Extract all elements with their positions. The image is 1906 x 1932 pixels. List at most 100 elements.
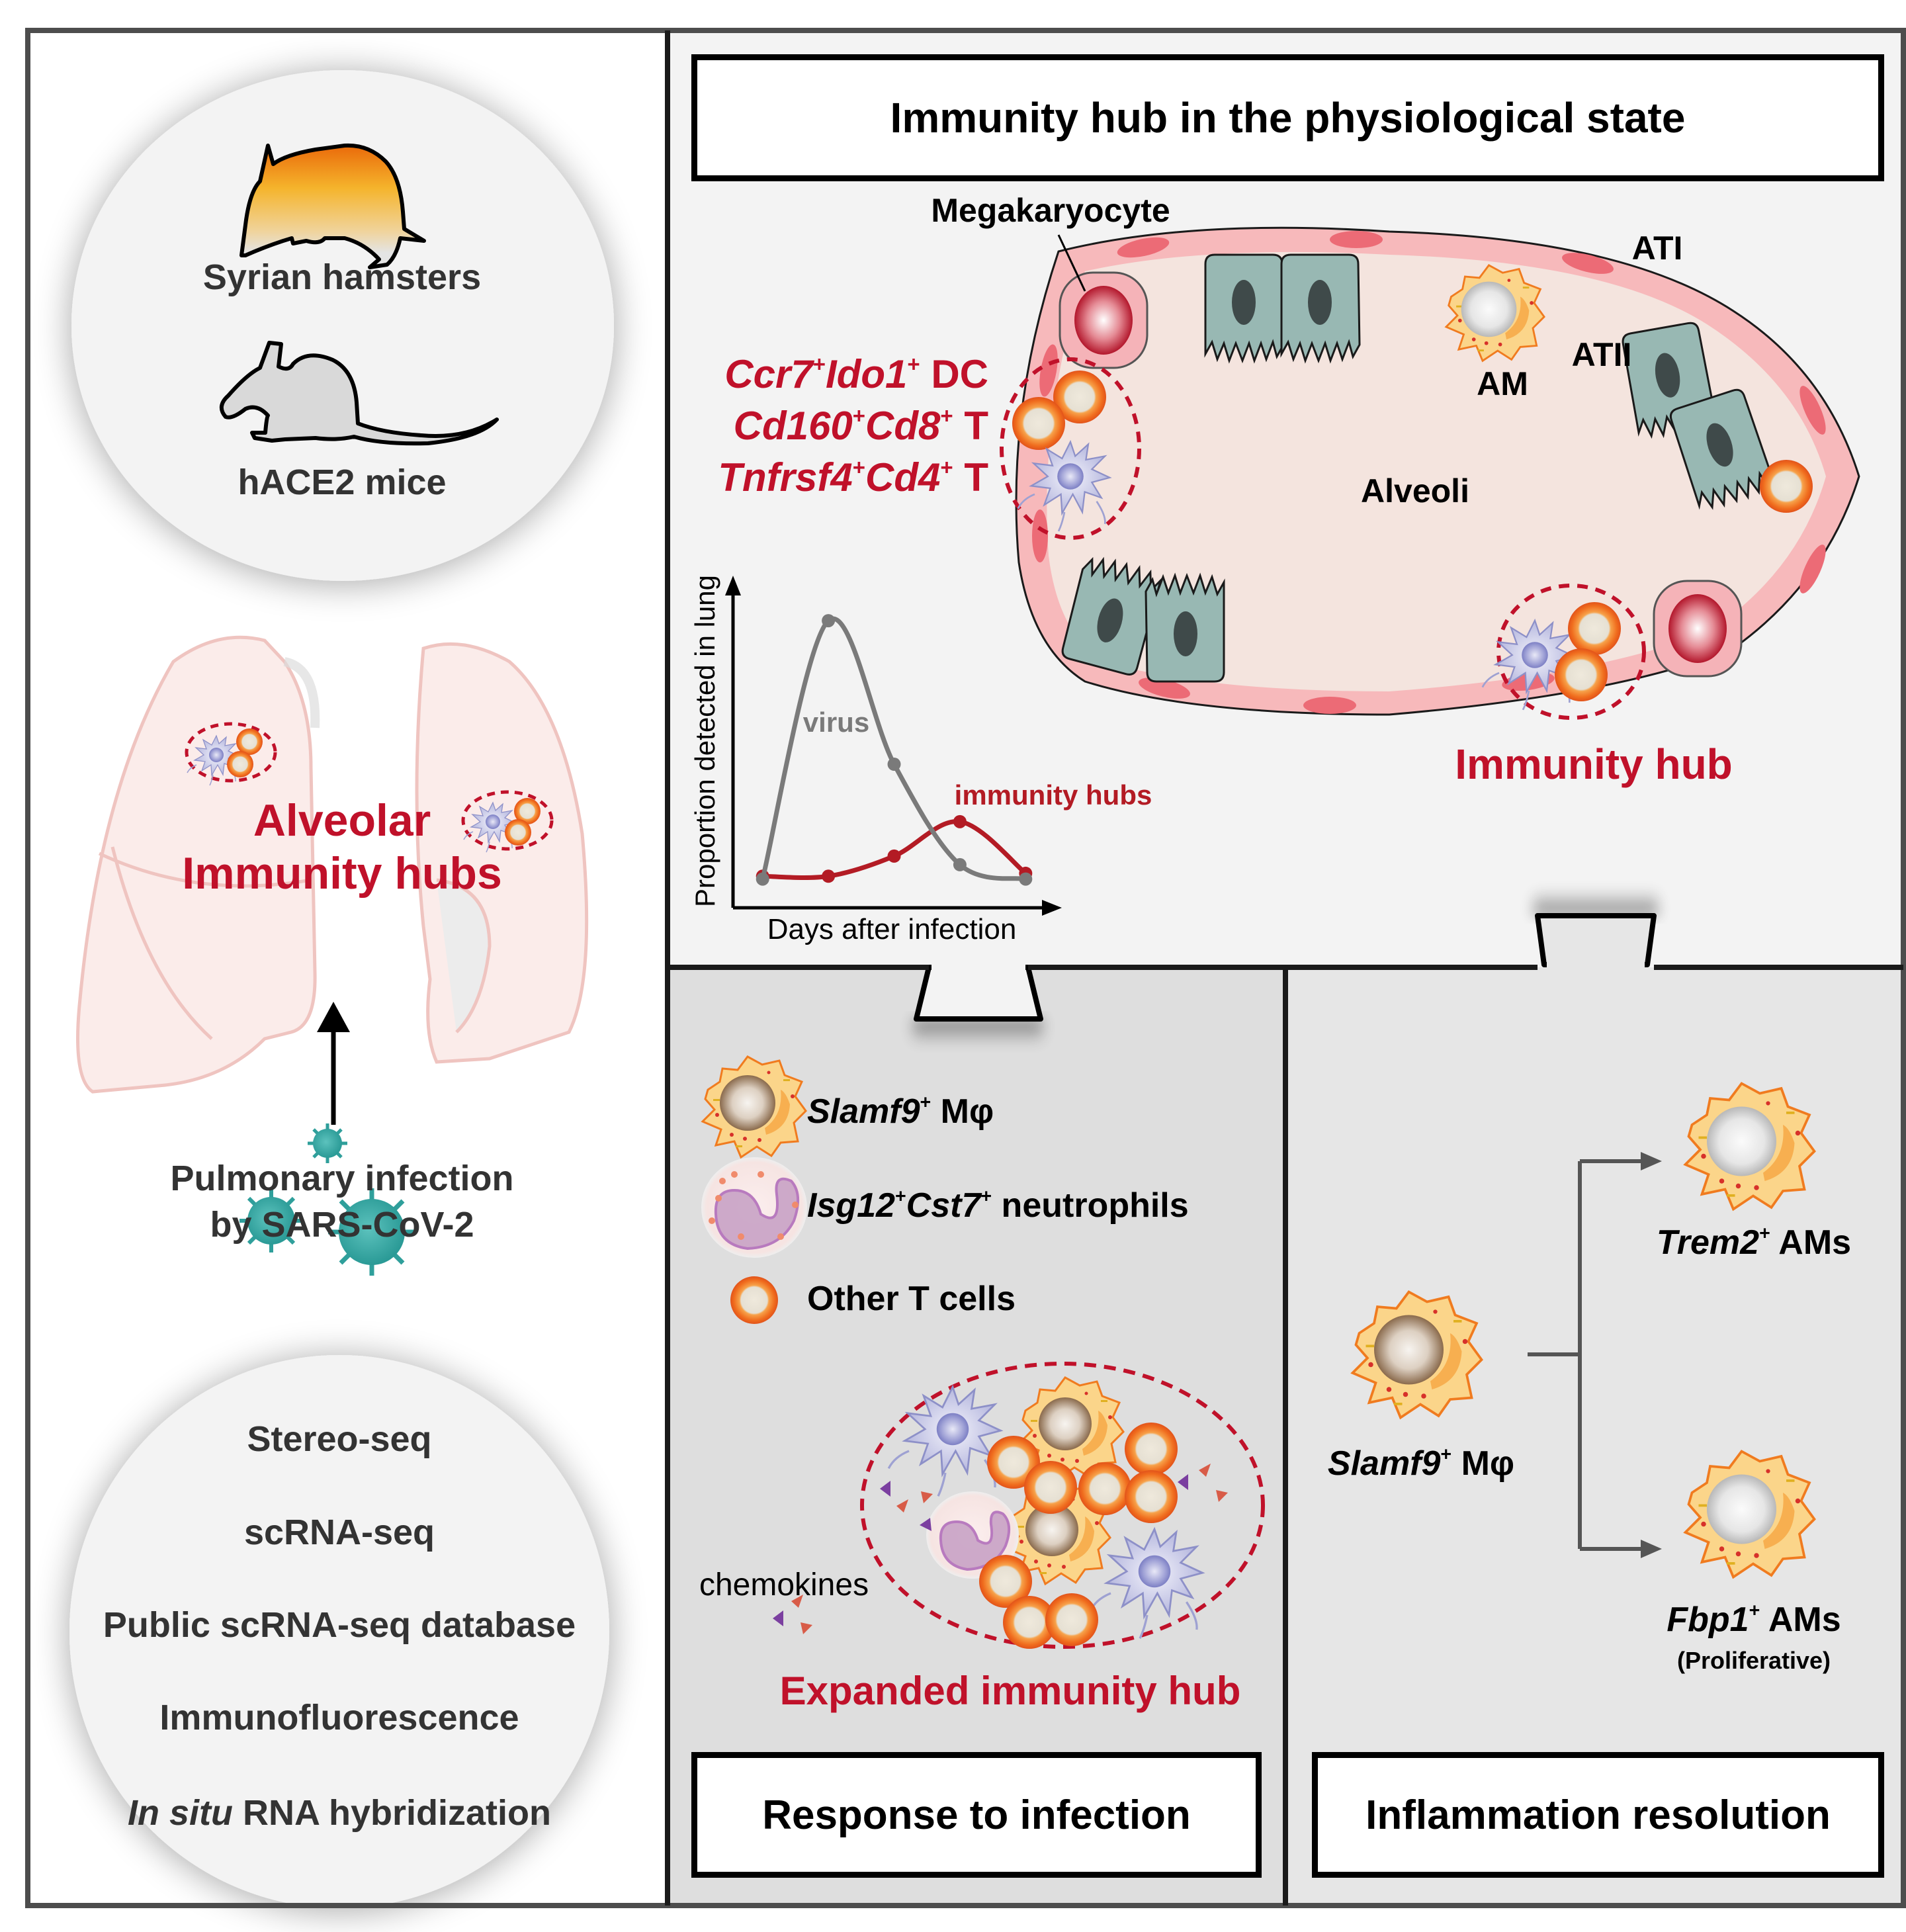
source-cell-label: Slamf9+ Mφ [1327, 1444, 1514, 1483]
cell-type: T [953, 455, 988, 500]
chart-point-virus [953, 857, 967, 871]
chart-x-axis-arrow-icon [1042, 900, 1062, 916]
slamf9-macrophage-icon [1351, 1290, 1483, 1419]
megakaryocyte-cell [1059, 271, 1148, 369]
chart-point-immunity-hubs [822, 869, 836, 883]
legend-macrophage-label: Slamf9+ Mφ [807, 1092, 994, 1131]
gene-name: Trem2 [1656, 1223, 1760, 1262]
hub-cell-type: Tnfrsf4+Cd4+ T [718, 455, 988, 500]
gene-sup: + [1440, 1444, 1452, 1466]
lung-hub-2 [461, 790, 554, 853]
target-cell-note-fbp1: (Proliferative) [1676, 1647, 1831, 1674]
megakaryocyte-cell [1653, 580, 1743, 678]
fbp1-am-icon [1684, 1450, 1816, 1579]
method-item: Public scRNA-seq database [103, 1607, 576, 1643]
infection-dynamics-chart [725, 576, 1062, 916]
lung-title-line1: Alveolar [253, 795, 431, 846]
atii-cell [1280, 253, 1361, 362]
method-item: Stereo-seq [247, 1421, 431, 1457]
gene-sup: + [852, 455, 866, 480]
method-text: Public scRNA-seq database [103, 1605, 576, 1645]
method-item: scRNA-seq [244, 1515, 435, 1550]
chart-point-immunity-hubs [887, 849, 901, 863]
label-ati: ATI [1631, 230, 1683, 267]
gene-name: Cd4 [865, 455, 941, 500]
atii-cell [1145, 574, 1225, 683]
alveolus-illustration [1000, 226, 1860, 720]
trem2-am-icon [1684, 1082, 1816, 1211]
animal-models-circle [71, 70, 614, 581]
response-title-box: Response to infection [691, 1752, 1262, 1878]
expanded-hub-outline [860, 1362, 1265, 1649]
gene-sup: + [1759, 1223, 1770, 1245]
gene-sup: + [852, 403, 866, 428]
model-label-mouse: hACE2 mice [238, 462, 447, 502]
physiological-hub-left [1000, 357, 1141, 540]
chart-point-immunity-hubs [953, 814, 967, 828]
chart-point-virus [822, 614, 836, 628]
legend-neutrophil-icon [701, 1157, 807, 1258]
cell-type: AMs [1770, 1223, 1852, 1262]
label-immunity-hub: Immunity hub [1455, 740, 1733, 788]
method-text: RNA hybridization [233, 1793, 551, 1833]
gene-sup: + [940, 403, 953, 428]
resolution-title-box: Inflammation resolution [1312, 1752, 1884, 1878]
atii-cell [1204, 253, 1285, 362]
alveolar-macrophage-cell [1445, 264, 1545, 362]
gene-sup: + [980, 1186, 992, 1208]
resolution-title: Inflammation resolution [1365, 1792, 1831, 1838]
gene-name: Tnfrsf4 [718, 455, 853, 500]
transition-funnel-to-resolution [1534, 889, 1658, 971]
chart-y-axis-arrow-icon [725, 576, 741, 595]
arrow-to-fbp1-icon [1641, 1540, 1662, 1558]
label-am: AM [1477, 365, 1528, 402]
model-label-hamster: Syrian hamsters [202, 257, 482, 297]
gene-name: Slamf9 [807, 1092, 920, 1131]
cell-type: DC [920, 352, 988, 396]
chart-y-label: Proportion detected in lung [689, 574, 720, 908]
infection-label-line1: Pulmonary infection [170, 1159, 514, 1198]
response-title: Response to infection [762, 1792, 1191, 1838]
cell-type: AMs [1760, 1601, 1841, 1639]
gene-name: Cd8 [865, 404, 941, 448]
chart-point-virus [887, 758, 901, 771]
expanded-hub-label: Expanded immunity hub [779, 1669, 1241, 1713]
method-text: scRNA-seq [243, 1513, 435, 1552]
label-alveoli: Alveoli [1361, 472, 1469, 509]
arrow-to-trem2-icon [1641, 1152, 1662, 1170]
gene-name: Ccr7 [724, 352, 813, 396]
label-megakaryocyte: Megakaryocyte [931, 192, 1170, 229]
mouse-icon [220, 341, 499, 446]
differentiation-arrows [1528, 1159, 1647, 1551]
sars-cov-2-virus-icon [239, 1123, 415, 1276]
hub-cell-type: Cd160+Cd8+ T [734, 403, 988, 448]
legend-neutrophil-label: Isg12+Cst7+ neutrophils [807, 1186, 1189, 1225]
gene-sup: + [812, 351, 826, 376]
gene-name: Fbp1 [1667, 1601, 1749, 1639]
method-item: In situ RNA hybridization [128, 1795, 551, 1831]
method-text: Stereo-seq [247, 1419, 432, 1459]
label-atii: ATII [1571, 336, 1632, 373]
chemokines-label: chemokines [699, 1567, 869, 1603]
infection-label-line2: by SARS-CoV-2 [210, 1205, 474, 1245]
cell-type: Mφ [931, 1092, 994, 1131]
gene-sup: + [907, 351, 920, 376]
cell-type: neutrophils [992, 1186, 1189, 1225]
legend-macrophage-icon [701, 1055, 807, 1159]
chart-series-label-virus: virus [802, 707, 870, 738]
physiological-title-box: Immunity hub in the physiological state [691, 54, 1884, 181]
hamster-icon [239, 143, 426, 269]
cell-type: T [953, 404, 988, 448]
infection-arrow-icon [317, 1002, 350, 1125]
methods-circle [69, 1355, 609, 1908]
gene-name: Isg12 [807, 1186, 895, 1225]
target-cell-label-trem2: Trem2+ AMs [1656, 1223, 1852, 1262]
gene-sup: + [920, 1092, 931, 1114]
lung-title-line2: Immunity hubs [182, 848, 502, 899]
chemokine-icons [773, 1464, 1228, 1634]
gene-name: Slamf9 [1327, 1444, 1441, 1483]
target-cell-label-fbp1: Fbp1+ AMs [1667, 1601, 1841, 1639]
legend-t-cell-label: Other T cells [807, 1280, 1016, 1318]
